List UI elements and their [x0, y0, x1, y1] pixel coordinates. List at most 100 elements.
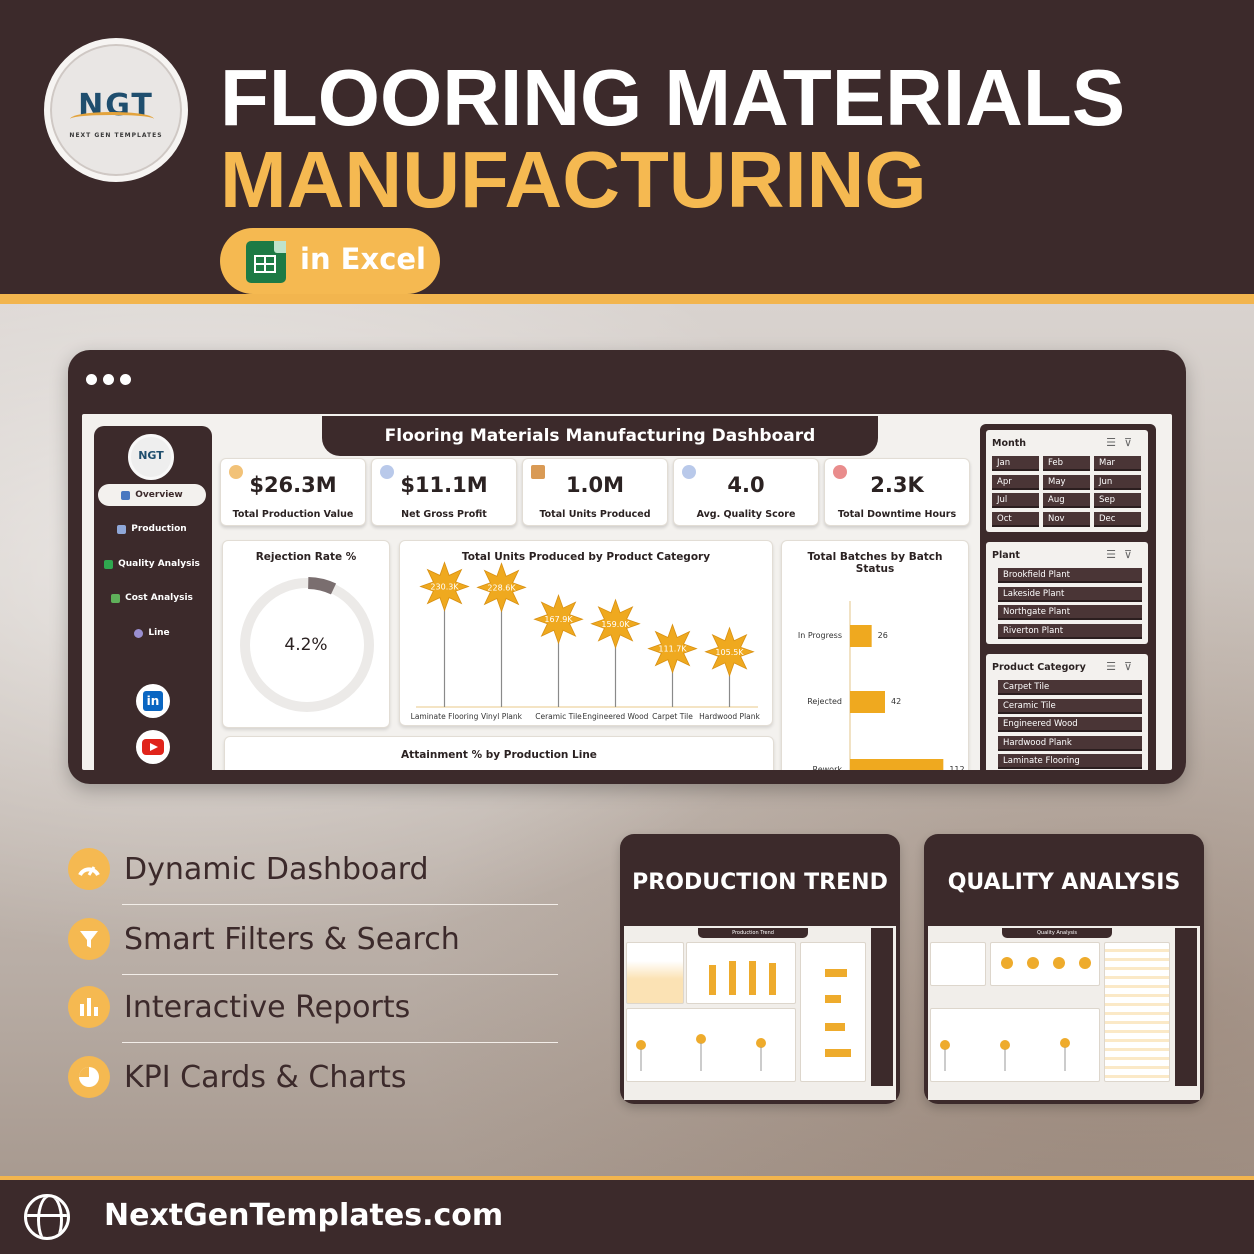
sidebar-item-quality-analysis[interactable]: Quality Analysis: [98, 553, 206, 575]
category-tick-label: Carpet Tile: [652, 712, 693, 721]
plant-option[interactable]: Riverton Plant: [998, 623, 1142, 639]
slicer-multiselect-icon[interactable]: ☰⊽: [1106, 548, 1140, 561]
month-option[interactable]: Apr: [992, 474, 1039, 490]
sidebar-item-cost-analysis[interactable]: Cost Analysis: [98, 587, 206, 609]
month-option[interactable]: Aug: [1043, 493, 1090, 508]
window-dot: [103, 374, 114, 385]
dashboard-sidebar: NGT Overview Production Quality Analysis…: [94, 426, 212, 770]
units-by-category-panel: Total Units Produced by Product Category…: [399, 540, 773, 726]
globe-icon: [24, 1194, 70, 1240]
linkedin-button[interactable]: in: [136, 684, 170, 718]
plant-option[interactable]: Brookfield Plant: [998, 568, 1142, 583]
money-bag-icon: [229, 465, 243, 479]
sidebar-item-label: Cost Analysis: [125, 593, 193, 603]
data-label: 26: [878, 631, 888, 640]
category-option[interactable]: Ceramic Tile: [998, 698, 1142, 714]
attainment-panel: Attainment % by Production Line: [224, 736, 774, 770]
sidebar-logo: NGT: [128, 434, 174, 480]
month-option[interactable]: Jul: [992, 493, 1039, 508]
rejection-donut: [240, 577, 374, 712]
month-option[interactable]: Oct: [992, 511, 1039, 527]
mini-quality-chart: [990, 942, 1100, 986]
kpi-value: 4.0: [727, 473, 765, 497]
batch-status-title: Total Batches by Batch Status: [807, 551, 943, 575]
plant-option[interactable]: Lakeside Plant: [998, 586, 1142, 602]
kpi-value: $11.1M: [400, 473, 488, 497]
kpi-label: Total Downtime Hours: [837, 509, 957, 520]
batch-bar-1: [850, 691, 885, 713]
linkedin-icon: in: [143, 691, 163, 711]
mini-downtime-chart: [626, 1008, 796, 1082]
logo-subtext: NEXT GEN TEMPLATES: [69, 132, 163, 139]
website-link[interactable]: NextGenTemplates.com: [104, 1198, 504, 1233]
month-option[interactable]: Mar: [1094, 456, 1141, 471]
preview-card-quality-analysis[interactable]: QUALITY ANALYSIS Quality Analysis: [924, 834, 1204, 1104]
slicer-multiselect-icon[interactable]: ☰⊽: [1106, 436, 1140, 449]
category-option[interactable]: Carpet Tile: [998, 680, 1142, 695]
month-option[interactable]: Jun: [1094, 474, 1141, 490]
data-label: 105.5K: [715, 648, 744, 657]
excel-sheet-icon: [246, 241, 286, 283]
month-option[interactable]: May: [1043, 474, 1090, 490]
kpi-value: $26.3M: [249, 473, 337, 497]
slicer-multiselect-icon[interactable]: ☰⊽: [1106, 660, 1140, 673]
category-slicer-title: Product Category: [992, 662, 1086, 673]
category-tick-label: Hardwood Plank: [699, 712, 760, 721]
data-label: 112: [949, 765, 964, 770]
month-option[interactable]: Jan: [992, 456, 1039, 471]
month-option[interactable]: Nov: [1043, 511, 1090, 527]
bar-chart-icon: [121, 490, 131, 500]
preview-mini-title: Quality Analysis: [1002, 928, 1112, 938]
batch-status-panel: Total Batches by Batch Status In Progres…: [781, 540, 969, 770]
title-line-2: MANUFACTURING: [220, 135, 927, 224]
feature-label: Interactive Reports: [124, 990, 411, 1025]
category-option[interactable]: Laminate Flooring: [998, 754, 1142, 769]
mini-area-chart: [626, 942, 684, 1004]
preview-card-production-trend[interactable]: PRODUCTION TREND Production Trend: [620, 834, 900, 1104]
category-option[interactable]: Hardwood Plank: [998, 735, 1142, 751]
mini-rejected-units-chart: [930, 1008, 1100, 1082]
sidebar-item-label: Quality Analysis: [118, 559, 200, 569]
line-chart-icon: [117, 524, 127, 534]
kpi-card-production-value: $26.3M Total Production Value: [220, 458, 366, 526]
category-tick-label: Vinyl Plank: [481, 712, 523, 721]
sidebar-item-label: Line: [148, 628, 170, 638]
header-banner: NGT NEXT GEN TEMPLATES FLOORING MATERIAL…: [0, 0, 1254, 298]
dashboard-window: NGT Overview Production Quality Analysis…: [68, 350, 1186, 784]
filter-icon: [68, 918, 110, 960]
check-icon: [104, 559, 114, 569]
trend-up-icon: [380, 465, 394, 479]
footer-bar: NextGenTemplates.com: [0, 1180, 1254, 1254]
preview-thumbnail: Quality Analysis: [928, 926, 1200, 1100]
bar-star-1: [476, 562, 527, 613]
kpi-value: 1.0M: [565, 473, 625, 497]
chart-icon: [682, 465, 696, 479]
mini-rejection-cards: [930, 942, 986, 986]
status-tick-label: Rejected: [807, 697, 842, 706]
logo-swoosh: [70, 112, 154, 126]
dashboard-canvas: NGT Overview Production Quality Analysis…: [82, 414, 1172, 770]
month-option[interactable]: Feb: [1043, 456, 1090, 471]
excel-badge-label: in Excel: [300, 242, 426, 276]
mini-rejection-month-chart: [1104, 942, 1170, 1082]
category-tick-label: Engineered Wood: [583, 712, 649, 721]
sidebar-item-production[interactable]: Production: [98, 518, 206, 540]
sidebar-logo-text: NGT: [138, 449, 164, 462]
plant-option[interactable]: Northgate Plant: [998, 605, 1142, 620]
youtube-button[interactable]: [136, 730, 170, 764]
sidebar-item-line[interactable]: Line: [98, 622, 206, 644]
pie-chart-icon: [68, 1056, 110, 1098]
month-option[interactable]: Dec: [1094, 511, 1141, 527]
gear-icon: [134, 628, 144, 638]
bar-chart-icon: [68, 986, 110, 1028]
sidebar-item-overview[interactable]: Overview: [98, 484, 206, 506]
kpi-label: Total Production Value: [232, 509, 354, 520]
month-option[interactable]: Sep: [1094, 493, 1141, 508]
excel-badge: in Excel: [220, 228, 440, 294]
data-label: 159.0K: [601, 620, 630, 629]
rejection-arc: [307, 577, 337, 595]
status-tick-label: Rework: [813, 765, 843, 770]
category-option[interactable]: Engineered Wood: [998, 717, 1142, 732]
